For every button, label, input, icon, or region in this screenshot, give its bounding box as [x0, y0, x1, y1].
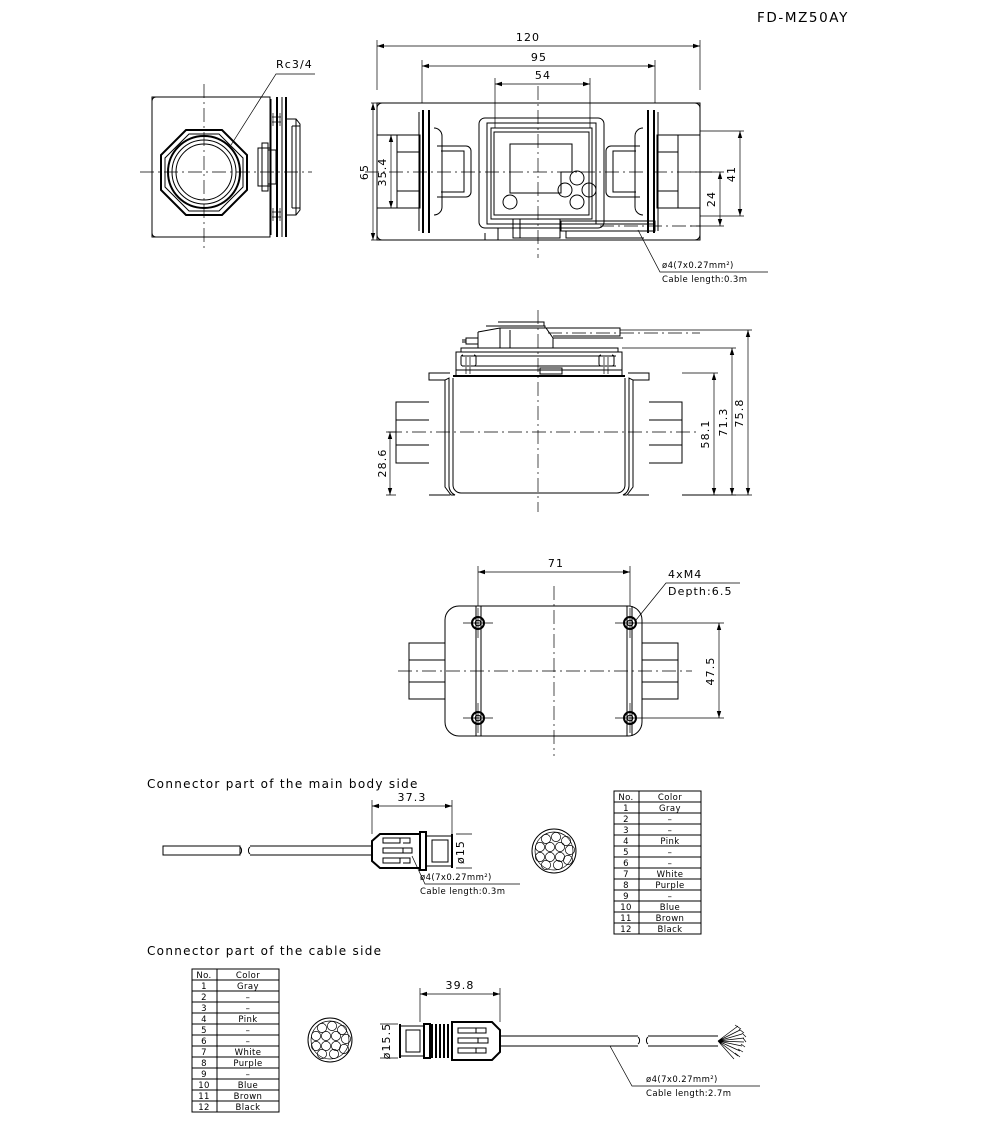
top-view: 120 95 54 65 35.4 41 24 ø4(7x0.27mm²) — [358, 31, 768, 285]
pin-table-header-color: Color — [658, 793, 682, 803]
dim-height-71: 71.3 — [717, 408, 730, 437]
dim-inner-height: 35.4 — [376, 158, 389, 187]
table-row: – — [246, 1026, 251, 1036]
table-row: – — [246, 1037, 251, 1047]
connector-main-body-section: Connector part of the main body side 37.… — [147, 777, 577, 897]
connector-body-heading: Connector part of the main body side — [147, 777, 419, 791]
pin-table-cable-side: No. Color 1 Gray 2 – 3 – 4 Pink 5 – 6 – … — [191, 968, 280, 1113]
dim-connector-cable-length: 39.8 — [446, 979, 475, 992]
dim-connector-body-length: 37.3 — [398, 791, 427, 804]
connector-pinout-circle-cable — [307, 1017, 353, 1063]
note-thread-callout: 4xM4 — [668, 568, 702, 581]
table-row: 7 — [623, 870, 629, 880]
table-row: White — [657, 870, 684, 880]
table-row: Gray — [659, 804, 681, 814]
table-row: 1 — [201, 982, 207, 992]
table-row: Black — [658, 925, 683, 935]
table-row: 9 — [623, 892, 629, 902]
table-row: – — [668, 826, 673, 836]
note-cable-length-cable: Cable length:2.7m — [646, 1089, 731, 1099]
note-cable-spec-cable: ø4(7x0.27mm²) — [646, 1075, 718, 1085]
table-row: – — [668, 815, 673, 825]
table-row: Brown — [656, 914, 685, 924]
dim-overall-height: 65 — [358, 164, 371, 180]
note-cable-length-top: Cable length:0.3m — [662, 275, 747, 285]
note-cable-spec-body: ø4(7x0.27mm²) — [420, 873, 492, 883]
table-row: 11 — [198, 1092, 210, 1102]
note-cable-spec-top: ø4(7x0.27mm²) — [662, 261, 734, 271]
table-row: 6 — [201, 1037, 207, 1047]
dim-hole-pitch-x: 71 — [548, 557, 564, 570]
table-row: – — [246, 993, 251, 1003]
note-depth-callout: Depth:6.5 — [668, 585, 733, 598]
table-row: 4 — [201, 1015, 207, 1025]
table-row: 11 — [620, 914, 632, 924]
table-row: 4 — [623, 837, 629, 847]
table-row: Purple — [655, 881, 684, 891]
table-row: 1 — [623, 804, 629, 814]
table-row: 8 — [623, 881, 629, 891]
dim-overall-width: 120 — [516, 31, 540, 44]
table-row: 10 — [198, 1081, 210, 1091]
table-row: – — [246, 1004, 251, 1014]
page-title: FD-MZ50AY — [757, 10, 849, 26]
table-row: 2 — [201, 993, 207, 1003]
note-cable-length-body: Cable length:0.3m — [420, 887, 505, 897]
table-row: – — [668, 848, 673, 858]
dim-height-75: 75.8 — [733, 399, 746, 428]
connector-cable-drawing: 39.8 ø15.5 ø4(7x0.27mm²) Cable length:2.… — [380, 979, 760, 1099]
table-row: Blue — [238, 1081, 258, 1091]
table-row: 6 — [623, 859, 629, 869]
table-row: Pink — [238, 1015, 257, 1025]
table-row: 12 — [620, 925, 632, 935]
dim-right-offset: 24 — [705, 191, 718, 207]
table-row: 10 — [620, 903, 632, 913]
pin-table-body-side: No. Color 1 Gray 2 – 3 – 4 Pink 5 – 6 – … — [613, 790, 702, 935]
dim-body-width: 95 — [531, 51, 547, 64]
dim-axis-to-bottom: 28.6 — [376, 449, 389, 478]
connector-cable-side-section: Connector part of the cable side — [147, 944, 382, 958]
dim-height-58: 58.1 — [699, 420, 712, 449]
table-row: 5 — [201, 1026, 207, 1036]
table-row: – — [668, 859, 673, 869]
dim-display-width: 54 — [535, 69, 551, 82]
table-row: White — [235, 1048, 262, 1058]
pin-table-header-no: No. — [196, 971, 211, 981]
connector-pinout-circle-body — [531, 828, 577, 874]
table-row: Blue — [660, 903, 680, 913]
table-row: 12 — [198, 1103, 210, 1113]
left-end-view: Rc3/4 — [140, 58, 315, 252]
front-elevation-view: 28.6 58.1 71.3 75.8 — [376, 310, 752, 512]
table-row: – — [246, 1070, 251, 1080]
table-row: 3 — [201, 1004, 207, 1014]
table-row: Gray — [237, 982, 259, 992]
bottom-view: 71 47.5 4xM4 Depth:6.5 — [398, 557, 740, 756]
table-row: Pink — [660, 837, 679, 847]
dim-right-height: 41 — [725, 166, 738, 182]
table-row: Purple — [233, 1059, 262, 1069]
dim-hole-pitch-y: 47.5 — [704, 657, 717, 686]
table-row: 2 — [623, 815, 629, 825]
dim-connector-body-diameter: ø15 — [454, 840, 467, 864]
table-row: – — [668, 892, 673, 902]
pin-table-header-no: No. — [618, 793, 633, 803]
pin-table-header-color: Color — [236, 971, 260, 981]
dim-connector-cable-diameter: ø15.5 — [380, 1023, 393, 1060]
table-row: 3 — [623, 826, 629, 836]
table-row: 9 — [201, 1070, 207, 1080]
port-thread-label: Rc3/4 — [276, 58, 313, 71]
table-row: 8 — [201, 1059, 207, 1069]
connector-cable-heading: Connector part of the cable side — [147, 944, 382, 958]
table-row: Black — [236, 1103, 261, 1113]
table-row: 7 — [201, 1048, 207, 1058]
table-row: Brown — [234, 1092, 263, 1102]
table-row: 5 — [623, 848, 629, 858]
